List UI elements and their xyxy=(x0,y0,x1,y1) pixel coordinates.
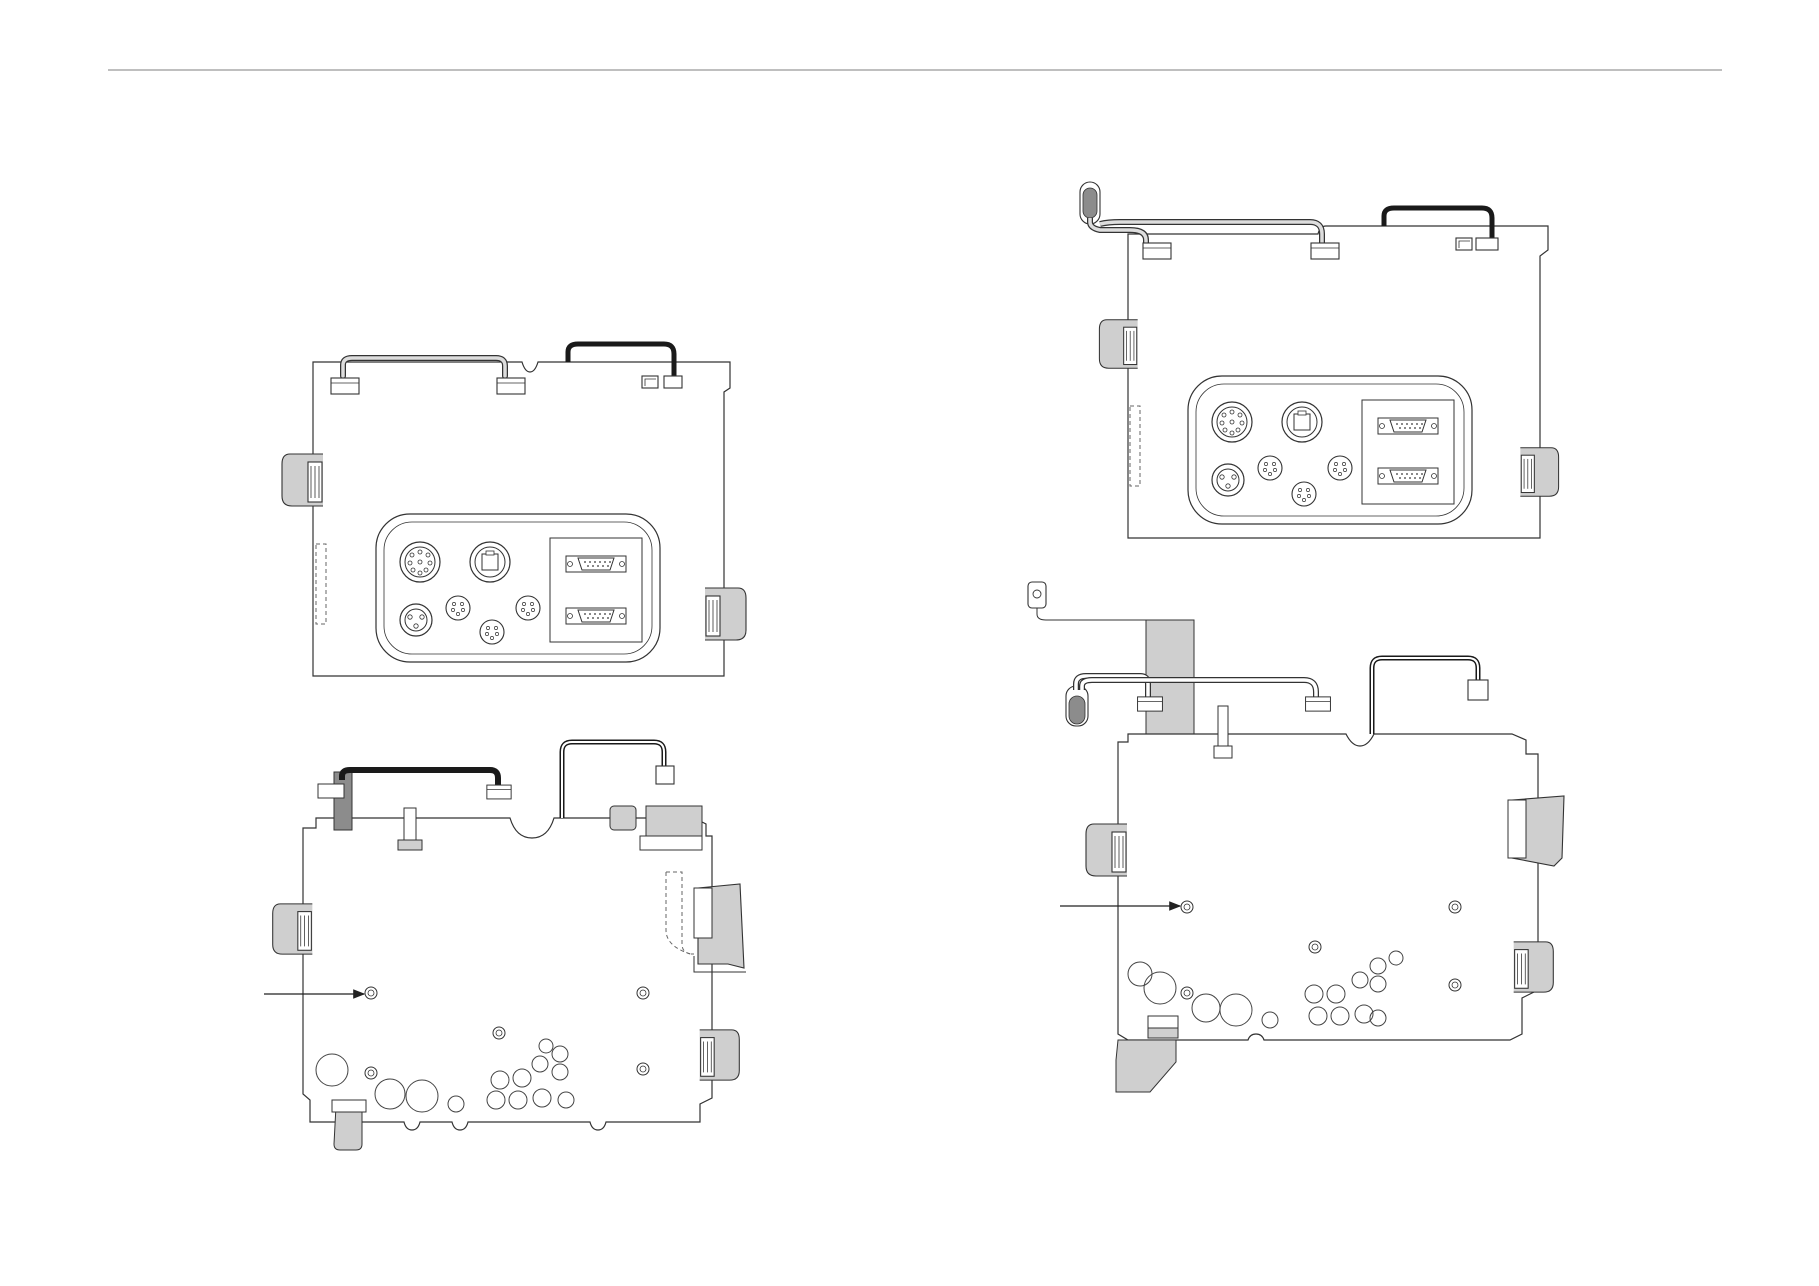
cable-connector xyxy=(1137,696,1163,712)
rj45-connector xyxy=(469,541,511,583)
minidin-connector xyxy=(445,595,471,621)
cable-connector xyxy=(496,377,526,395)
ribbon-clip xyxy=(1098,319,1139,369)
dsub-connector xyxy=(1377,467,1439,485)
minidin-connector xyxy=(515,595,541,621)
screw-hole xyxy=(1448,900,1462,914)
screw-hole xyxy=(636,986,650,1000)
cable-connector xyxy=(1305,696,1331,712)
screw-hole xyxy=(1308,940,1322,954)
screw-hole xyxy=(492,1026,506,1040)
screw-hole xyxy=(364,986,378,1000)
din-connector xyxy=(1211,401,1253,443)
dsub-connector xyxy=(565,607,627,625)
cable-connector xyxy=(486,784,512,800)
ribbon-clip xyxy=(704,587,747,641)
black-cable xyxy=(1381,205,1495,238)
ribbon-clip xyxy=(1513,941,1554,993)
xlr-connector xyxy=(399,603,433,637)
black-cable xyxy=(1369,655,1481,734)
rj45-connector xyxy=(1281,401,1323,443)
cable-connector xyxy=(1310,242,1340,260)
board-outline xyxy=(1117,733,1539,1041)
cable-connector xyxy=(330,377,360,395)
ribbon-clip xyxy=(699,1029,740,1081)
cable-connector xyxy=(1142,242,1172,260)
minidin-connector xyxy=(1327,455,1353,481)
board-outline xyxy=(302,817,713,1131)
black-cable xyxy=(565,341,677,376)
screw-hole xyxy=(1448,978,1462,992)
screw-hole xyxy=(364,1066,378,1080)
dsub-connector xyxy=(565,555,627,573)
ribbon-clip xyxy=(1519,447,1560,497)
minidin-connector xyxy=(479,619,505,645)
board-top-right xyxy=(1079,181,1560,539)
dsub-connector xyxy=(1377,417,1439,435)
ribbon-clip xyxy=(281,453,324,507)
black-cable xyxy=(339,767,501,790)
component-cluster xyxy=(315,1038,575,1113)
ribbon-clip xyxy=(1085,823,1128,877)
ribbon-clip xyxy=(272,903,313,955)
screw-hole xyxy=(636,1062,650,1076)
screw-hole xyxy=(1180,986,1194,1000)
xlr-connector xyxy=(1211,463,1245,497)
screw-hole xyxy=(1180,900,1194,914)
minidin-connector xyxy=(1257,455,1283,481)
board-bottom-left xyxy=(264,739,746,1151)
minidin-connector xyxy=(1291,481,1317,507)
component-cluster xyxy=(1127,950,1404,1029)
board-bottom-right xyxy=(1027,581,1565,1093)
din-connector xyxy=(399,541,441,583)
board-top-left xyxy=(281,341,747,677)
